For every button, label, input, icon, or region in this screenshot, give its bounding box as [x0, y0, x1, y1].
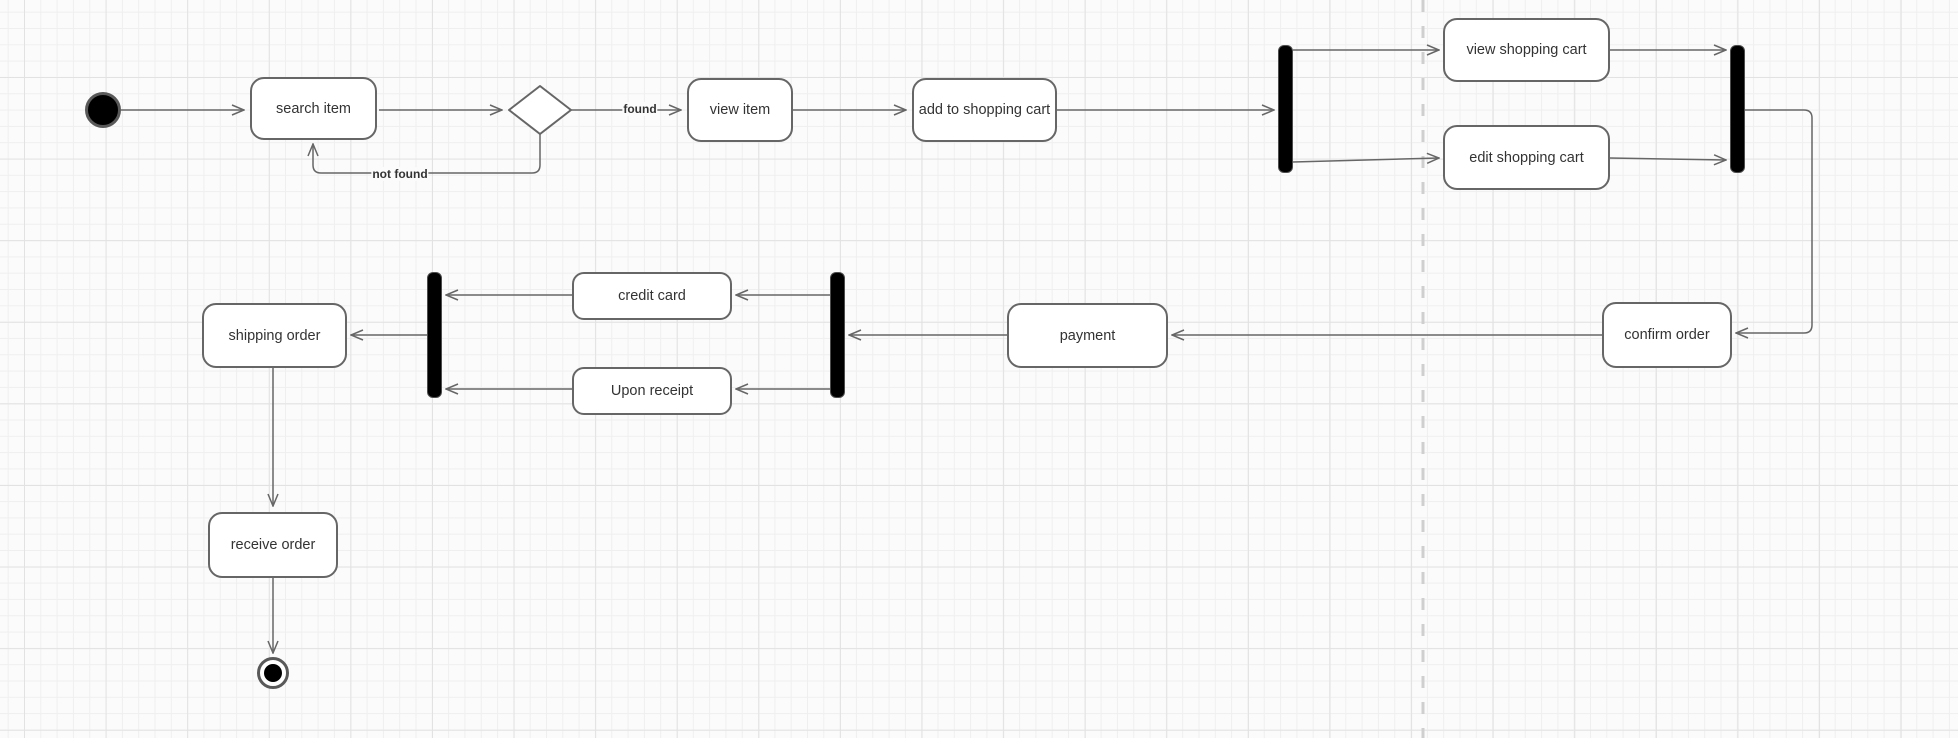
- node-credit-card[interactable]: credit card: [572, 272, 732, 320]
- node-shipping-order[interactable]: shipping order: [202, 303, 347, 368]
- node-label: add to shopping cart: [918, 102, 1051, 118]
- node-label: receive order: [230, 537, 316, 553]
- node-label: edit shopping cart: [1469, 149, 1584, 166]
- node-label: payment: [1059, 327, 1116, 344]
- node-label: view shopping cart: [1466, 42, 1587, 58]
- node-upon-receipt[interactable]: Upon receipt: [572, 367, 732, 415]
- node-search-item[interactable]: search item: [250, 77, 377, 140]
- fork-bar-payment[interactable]: [830, 272, 845, 398]
- edge-join1-to-confirm-order[interactable]: [1736, 109, 1813, 333]
- edge-label-not-found[interactable]: not found: [371, 167, 429, 181]
- edge-edit-cart-to-join1[interactable]: [1609, 158, 1726, 160]
- node-label: shipping order: [228, 327, 321, 344]
- node-view-shopping-cart[interactable]: view shopping cart: [1443, 18, 1610, 82]
- node-confirm-order[interactable]: confirm order: [1602, 302, 1732, 368]
- node-edit-shopping-cart[interactable]: edit shopping cart: [1443, 125, 1610, 190]
- join-bar-payment[interactable]: [427, 272, 442, 398]
- final-node[interactable]: [257, 657, 289, 689]
- initial-node[interactable]: [85, 92, 121, 128]
- decision-diamond[interactable]: [508, 85, 572, 135]
- node-view-item[interactable]: view item: [687, 78, 793, 142]
- join-bar-cart[interactable]: [1730, 45, 1745, 173]
- node-label: view item: [709, 102, 771, 118]
- node-label: search item: [276, 100, 351, 117]
- node-label: Upon receipt: [610, 383, 694, 399]
- fork-bar-cart[interactable]: [1278, 45, 1293, 173]
- node-receive-order[interactable]: receive order: [208, 512, 338, 578]
- node-label: credit card: [618, 288, 686, 304]
- node-add-to-shopping-cart[interactable]: add to shopping cart: [912, 78, 1057, 142]
- node-payment[interactable]: payment: [1007, 303, 1168, 368]
- final-node-dot: [264, 664, 282, 682]
- edge-label-found[interactable]: found: [622, 102, 658, 116]
- edge-fork1-to-edit-cart[interactable]: [1292, 158, 1439, 162]
- node-label: confirm order: [1624, 327, 1710, 343]
